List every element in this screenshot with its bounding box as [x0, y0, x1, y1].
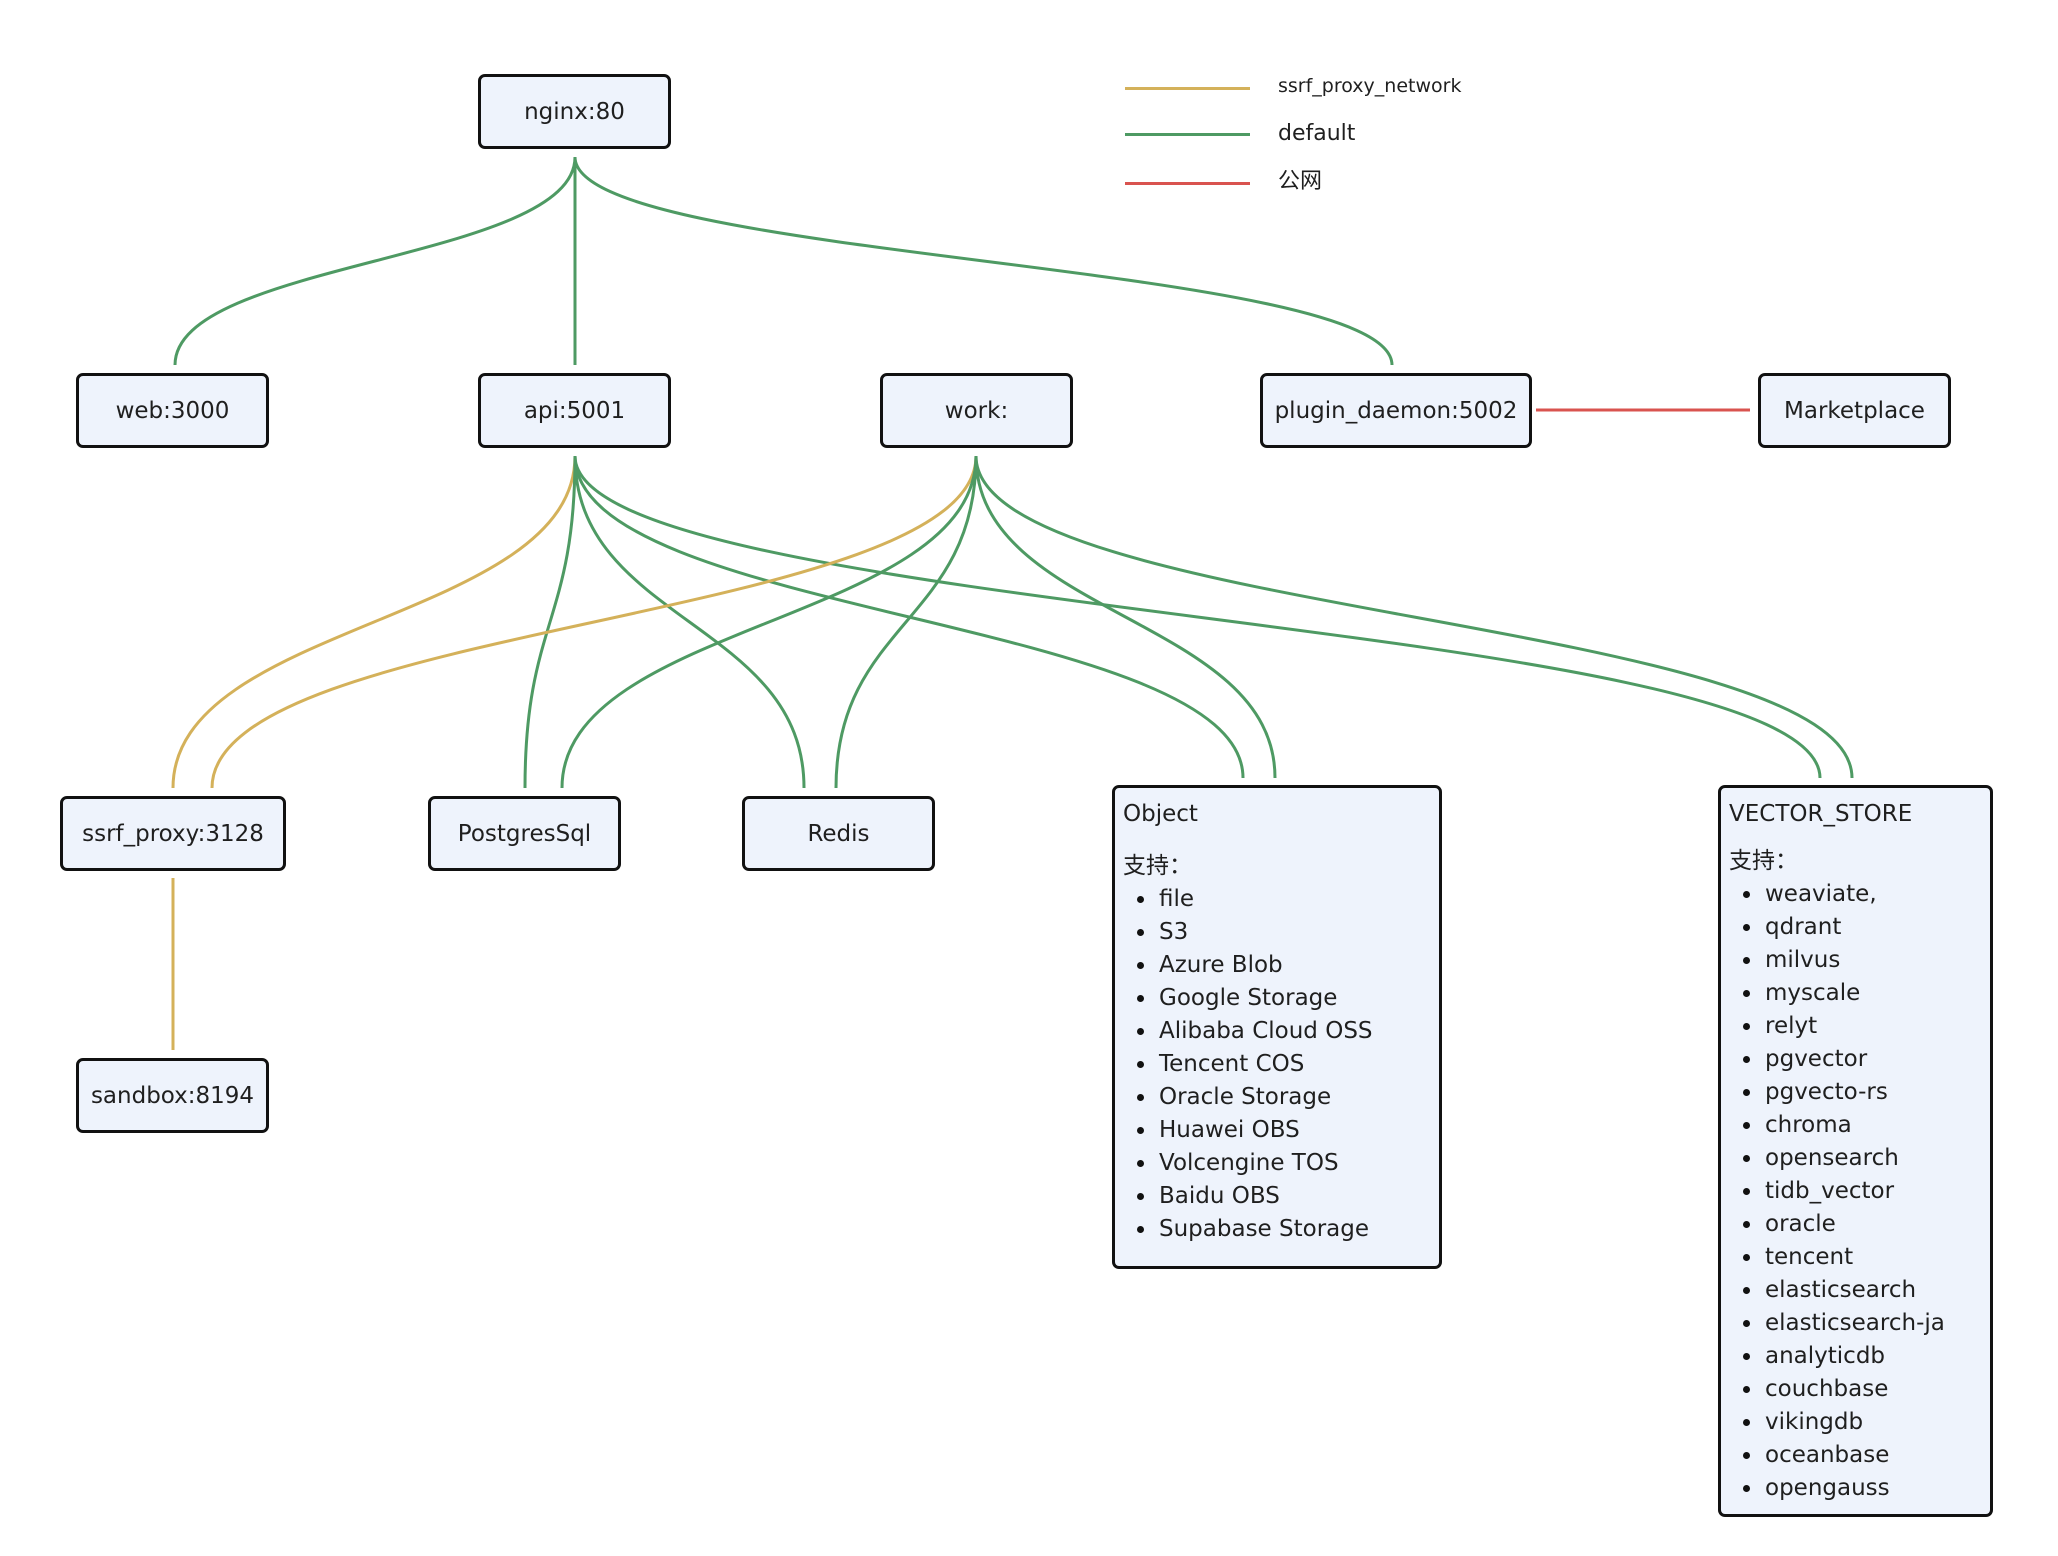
list-item: opengauss — [1729, 1472, 1982, 1505]
list-item: Tencent COS — [1123, 1048, 1431, 1081]
edge-work-to-object — [974, 455, 1277, 779]
edge-api-to-ssrf-proxy — [171, 455, 577, 789]
list-item: Google Storage — [1123, 982, 1431, 1015]
list-item: pgvecto-rs — [1729, 1076, 1982, 1109]
node-marketplace[interactable]: Marketplace — [1758, 373, 1951, 448]
list-item: elasticsearch-ja — [1729, 1307, 1982, 1340]
edge-work-to-postgres — [560, 455, 978, 789]
edge-api-to-redis — [573, 455, 806, 789]
list-item: S3 — [1123, 916, 1431, 949]
vector-store-title: VECTOR_STORE — [1729, 801, 1913, 827]
list-item: chroma — [1729, 1109, 1982, 1142]
list-item: Azure Blob — [1123, 949, 1431, 982]
edge-work-to-ssrf-proxy — [210, 455, 978, 789]
edge-work-to-vector-store — [974, 455, 1854, 779]
legend-label-ssrf-proxy-network: ssrf_proxy_network — [1278, 75, 1462, 97]
edge-api-to-vector-store — [573, 455, 1822, 779]
object-title: Object — [1123, 801, 1198, 827]
node-postgres[interactable]: PostgresSql — [428, 796, 621, 871]
legend-label-public: 公网 — [1278, 169, 1323, 194]
list-item: pgvector — [1729, 1043, 1982, 1076]
list-item: vikingdb — [1729, 1406, 1982, 1439]
edge-nginx-to-web — [173, 156, 577, 366]
list-item: opensearch — [1729, 1142, 1982, 1175]
node-api[interactable]: api:5001 — [478, 373, 671, 448]
node-web[interactable]: web:3000 — [76, 373, 269, 448]
node-work[interactable]: work: — [880, 373, 1073, 448]
legend-line-ssrf-proxy-network — [1125, 87, 1250, 90]
edge-work-to-redis — [834, 455, 978, 789]
list-item: Alibaba Cloud OSS — [1123, 1015, 1431, 1048]
list-item: oracle — [1729, 1208, 1982, 1241]
legend-label-default: default — [1278, 121, 1356, 146]
vector-store-subtitle: 支持： — [1729, 848, 1798, 874]
node-nginx[interactable]: nginx:80 — [478, 74, 671, 149]
node-sandbox[interactable]: sandbox:8194 — [76, 1058, 269, 1133]
node-plugin-daemon[interactable]: plugin_daemon:5002 — [1260, 373, 1532, 448]
list-item: tencent — [1729, 1241, 1982, 1274]
edge-nginx-to-plugin-daemon — [573, 156, 1394, 366]
list-item: Baidu OBS — [1123, 1180, 1431, 1213]
list-item: Volcengine TOS — [1123, 1147, 1431, 1180]
edge-api-to-postgres — [523, 455, 577, 789]
object-subtitle: 支持： — [1123, 853, 1192, 879]
list-item: Supabase Storage — [1123, 1213, 1431, 1246]
list-item: milvus — [1729, 944, 1982, 977]
list-item: elasticsearch — [1729, 1274, 1982, 1307]
list-item: relyt — [1729, 1010, 1982, 1043]
list-item: file — [1123, 883, 1431, 916]
list-item: Huawei OBS — [1123, 1114, 1431, 1147]
list-item: oceanbase — [1729, 1439, 1982, 1472]
list-item: tidb_vector — [1729, 1175, 1982, 1208]
node-redis[interactable]: Redis — [742, 796, 935, 871]
list-item: weaviate, — [1729, 878, 1982, 911]
list-item: analyticdb — [1729, 1340, 1982, 1373]
legend-line-public — [1125, 182, 1250, 185]
legend-line-default — [1125, 133, 1250, 136]
node-ssrf-proxy[interactable]: ssrf_proxy:3128 — [60, 796, 286, 871]
list-item: Oracle Storage — [1123, 1081, 1431, 1114]
list-item: myscale — [1729, 977, 1982, 1010]
list-item: qdrant — [1729, 911, 1982, 944]
list-item: couchbase — [1729, 1373, 1982, 1406]
